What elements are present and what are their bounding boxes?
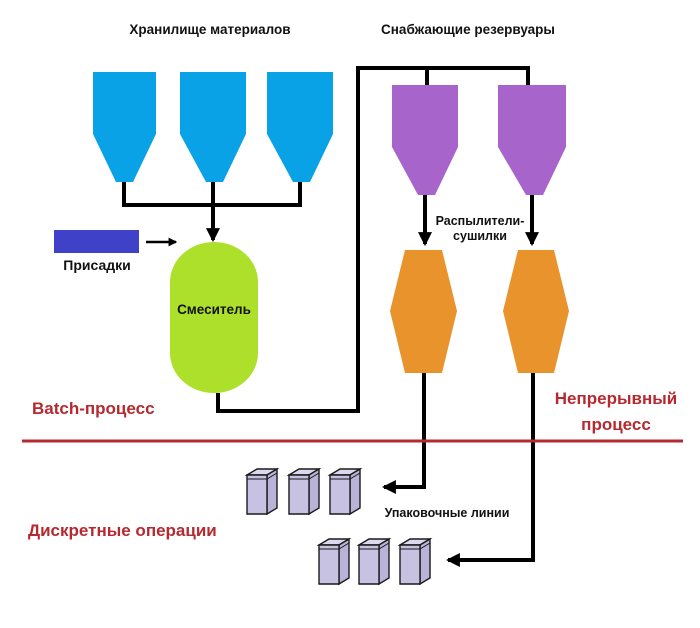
mixer-label: Смеситель: [177, 302, 251, 317]
package-box-icon: [397, 537, 433, 586]
package-box-icon: [286, 467, 322, 516]
continuous-process-line1: Непрерывный: [554, 389, 678, 408]
batch-process-label: Batch-процесс: [32, 399, 155, 418]
dryer-to-packaging-arrow: [381, 373, 426, 494]
spray-dryers-label-line2: сушилки: [453, 229, 507, 243]
package-box-icon: [327, 467, 363, 516]
hopper-merge-line: [122, 182, 302, 207]
mixer-to-tanks-line: [216, 66, 530, 413]
packaging-lines-label: Упаковочные линии: [384, 506, 510, 520]
spray-dryers-label: Распылители- сушилки: [425, 214, 535, 244]
package-box-icon: [356, 537, 392, 586]
dryer-to-packaging-arrow: [445, 373, 535, 567]
package-box-icon: [316, 537, 352, 586]
supply-tank-icon: [392, 85, 458, 195]
storage-hopper-icon: [93, 72, 156, 182]
spray-dryers-label-line1: Распылители-: [435, 214, 525, 228]
continuous-process-label: Непрерывный процесс: [546, 386, 686, 438]
spray-dryer-icon: [503, 250, 569, 373]
package-box-icon: [244, 467, 280, 516]
mixer-vessel-icon: [170, 242, 258, 393]
discrete-operations-label: Дискретные операции: [28, 521, 217, 540]
spray-dryer-icon: [390, 250, 457, 373]
storage-hopper-icon: [180, 72, 246, 182]
additives-label: Присадки: [63, 257, 131, 273]
supply-tanks-title: Снабжающие резервуары: [381, 22, 555, 37]
additives-block-icon: [54, 230, 139, 253]
materials-storage-title: Хранилище материалов: [129, 22, 291, 37]
continuous-process-line2: процесс: [581, 415, 651, 434]
storage-hopper-icon: [267, 72, 333, 182]
supply-tank-icon: [498, 85, 566, 195]
